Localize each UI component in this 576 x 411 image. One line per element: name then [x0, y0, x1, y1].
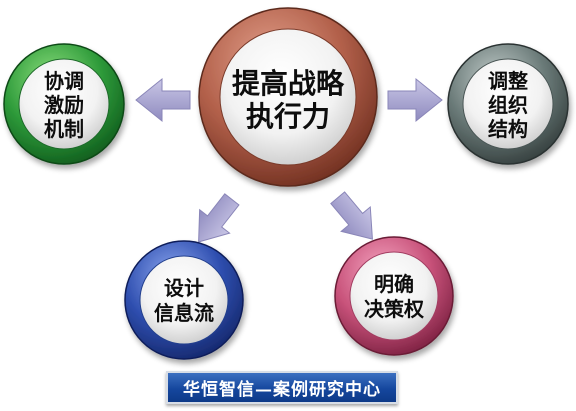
arrow-down-right [330, 191, 373, 240]
restructure-line1: 调整 [488, 69, 528, 93]
info-flow-line1: 设计 [164, 276, 204, 300]
center-node: 提高战略 执行力 [198, 7, 378, 187]
restructure-line2: 组织 [488, 93, 528, 117]
center-label-line1: 提高战略 [232, 67, 345, 100]
node-design-info-flow: 设计 信息流 [124, 240, 244, 360]
restructure-line3: 结构 [488, 117, 528, 141]
arrow-down-left [198, 193, 240, 243]
center-label-line2: 执行力 [246, 100, 330, 133]
authority-line1: 明确 [374, 272, 414, 296]
arrow-left [135, 77, 191, 123]
coordinate-line2: 激励 [44, 93, 84, 117]
coordinate-line3: 机制 [44, 117, 84, 141]
node-coordinate-incentive: 协调 激励 机制 [3, 43, 125, 165]
arrow-right [387, 77, 443, 123]
coordinate-line1: 协调 [44, 69, 84, 93]
source-banner-text: 华恒智信—案例研究中心 [183, 380, 381, 400]
source-banner: 华恒智信—案例研究中心 [166, 371, 398, 404]
authority-line2: 决策权 [364, 297, 425, 321]
info-flow-line2: 信息流 [154, 301, 214, 325]
node-clarify-authority: 明确 决策权 [334, 236, 454, 356]
node-restructure-org: 调整 组织 结构 [447, 43, 569, 165]
